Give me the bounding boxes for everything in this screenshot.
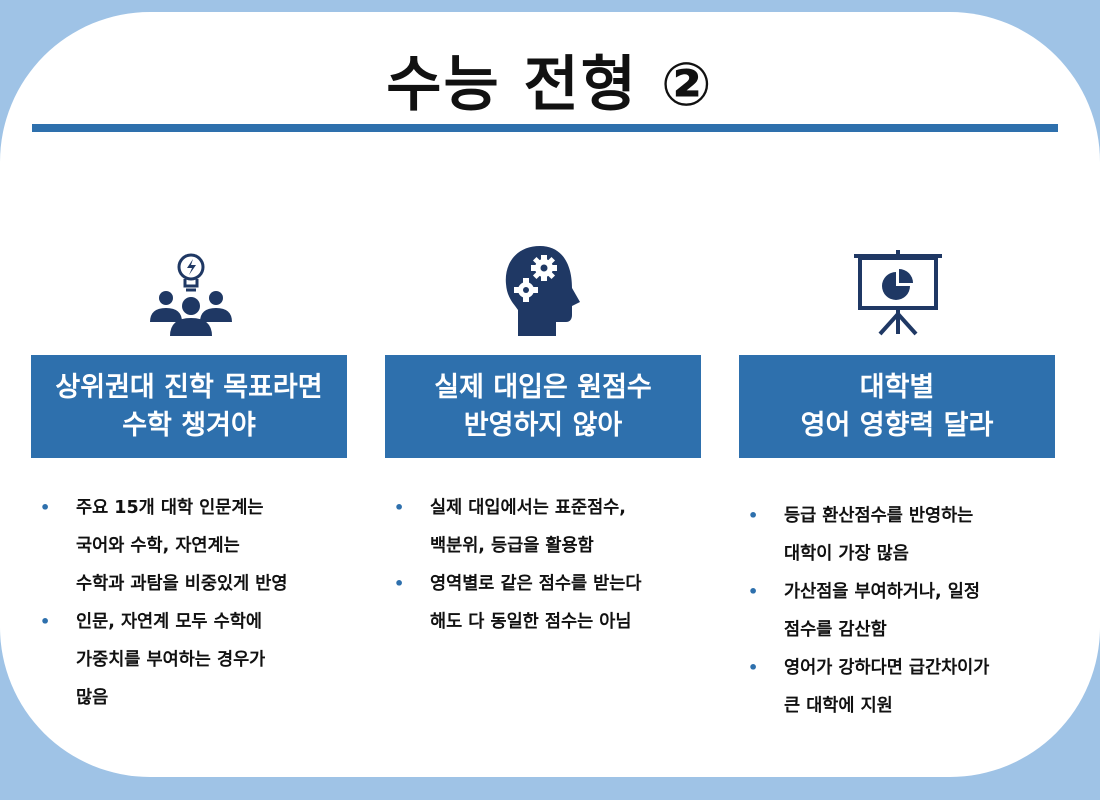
list-item: 인문, 자연계 모두 수학에 가중치를 부여하는 경우가 많음 <box>40 603 287 717</box>
bullet-list-english: 등급 환산점수를 반영하는 대학이 가장 많음 가산점을 부여하거나, 일정 점… <box>748 497 989 725</box>
list-item: 영역별로 같은 점수를 받는다 해도 다 동일한 점수는 아님 <box>394 565 641 641</box>
list-item: 영어가 강하다면 급간차이가 큰 대학에 지원 <box>748 649 989 725</box>
heading-box-raw-score: 실제 대입은 원점수 반영하지 않아 <box>385 355 701 458</box>
head-gears-icon <box>500 242 586 338</box>
heading-line: 반영하지 않아 <box>463 409 623 441</box>
title-divider <box>32 124 1058 132</box>
heading-line: 영어 영향력 달라 <box>800 409 994 441</box>
heading-box-english: 대학별 영어 영향력 달라 <box>739 355 1055 458</box>
team-lightbulb-icon <box>146 250 236 338</box>
list-item: 등급 환산점수를 반영하는 대학이 가장 많음 <box>748 497 989 573</box>
heading-line: 대학별 <box>859 371 935 403</box>
bullet-list-math: 주요 15개 대학 인문계는 국어와 수학, 자연계는 수학과 과탐을 비중있게… <box>40 489 287 717</box>
list-item: 가산점을 부여하거나, 일정 점수를 감산함 <box>748 573 989 649</box>
list-item: 실제 대입에서는 표준점수, 백분위, 등급을 활용함 <box>394 489 641 565</box>
heading-line: 수학 챙겨야 <box>122 409 256 441</box>
heading-line: 실제 대입은 원점수 <box>434 371 652 403</box>
presentation-board-icon <box>852 250 944 336</box>
heading-box-math: 상위권대 진학 목표라면 수학 챙겨야 <box>31 355 347 458</box>
page-title: 수능 전형 ② <box>386 50 714 120</box>
list-item: 주요 15개 대학 인문계는 국어와 수학, 자연계는 수학과 과탐을 비중있게… <box>40 489 287 603</box>
heading-line: 상위권대 진학 목표라면 <box>55 371 323 403</box>
bullet-list-raw-score: 실제 대입에서는 표준점수, 백분위, 등급을 활용함 영역별로 같은 점수를 … <box>394 489 641 641</box>
